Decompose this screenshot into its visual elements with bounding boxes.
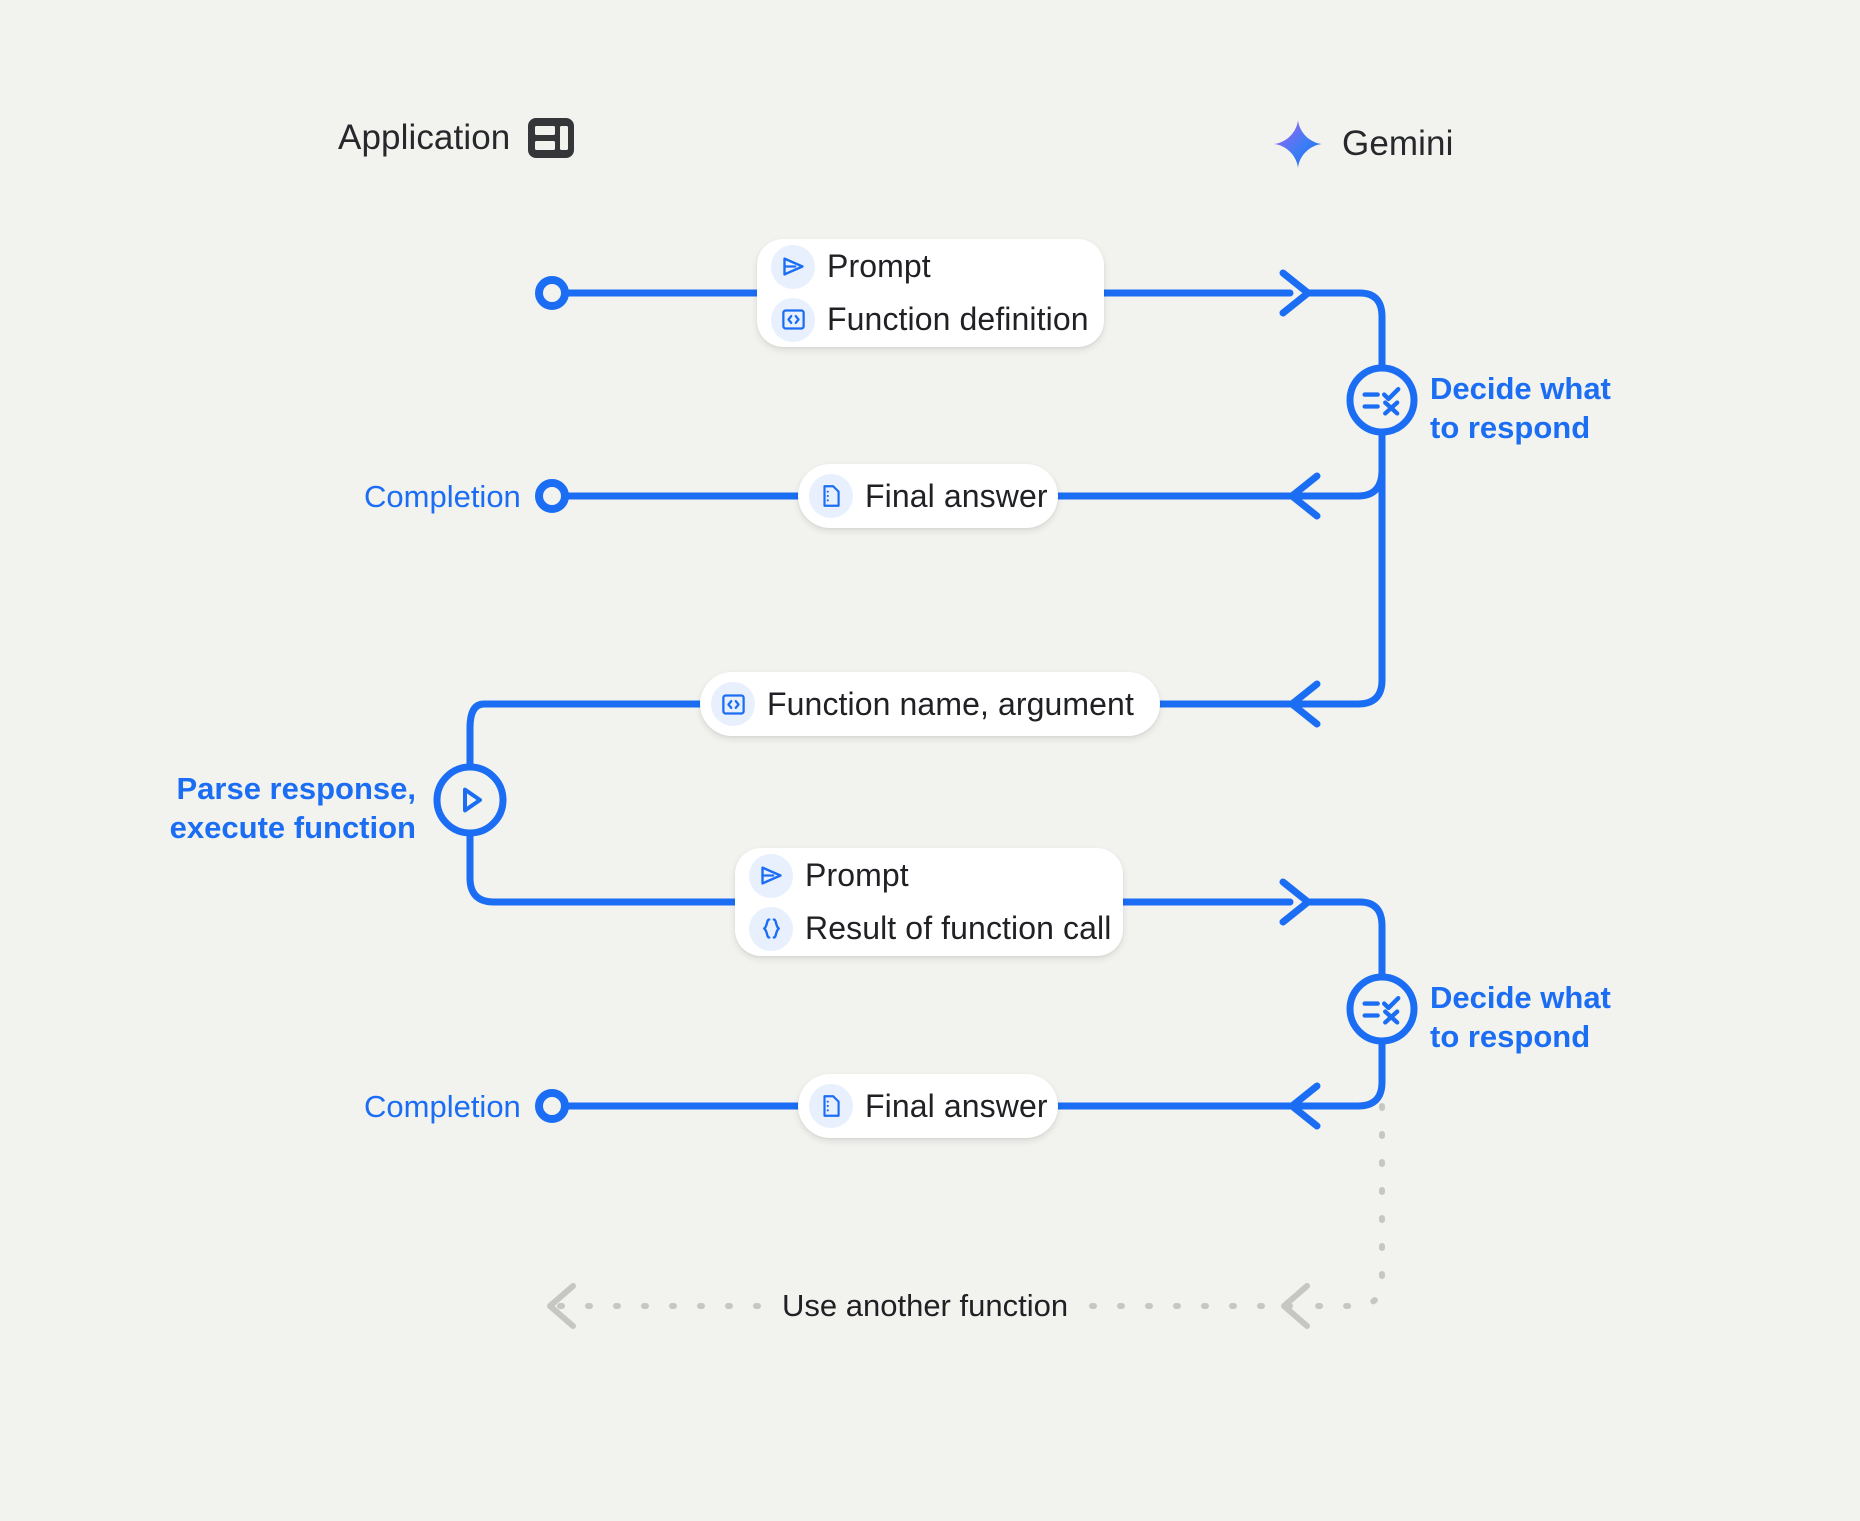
loop-arrowhead-right (1281, 1283, 1310, 1329)
message-label: Result of function call (805, 910, 1112, 946)
annotation-decide-two: Decide what to respond (1430, 979, 1611, 1057)
curly-braces-icon (749, 906, 793, 951)
annotation-completion-one: Completion (364, 479, 521, 514)
message-row: Prompt (771, 244, 1078, 289)
message-card-request-two[interactable]: Prompt Result of function call (735, 848, 1123, 956)
arrowhead-function-call (1288, 680, 1321, 728)
message-row: Prompt (749, 853, 1097, 898)
lane-label-gemini: Gemini (1342, 124, 1454, 163)
message-label: Function definition (827, 301, 1089, 337)
gemini-branch-one (1304, 289, 1386, 378)
message-row: Final answer (809, 474, 1048, 518)
message-row: Result of function call (749, 906, 1111, 951)
annotation-line: to respond (1430, 1018, 1591, 1054)
gemini-sparkle-icon (1272, 118, 1324, 170)
code-brackets-icon (771, 297, 815, 342)
lane-header-application: Application (338, 118, 575, 158)
send-icon (771, 244, 815, 289)
message-card-final-answer-two[interactable]: Final answer (798, 1074, 1058, 1138)
rules-check-x-icon (1356, 374, 1408, 426)
annotation-line: Parse response, (176, 771, 416, 806)
completion-dot-one (535, 479, 569, 513)
message-row: Function name, argument (711, 682, 1134, 726)
message-label: Final answer (865, 1087, 1048, 1124)
message-row: Function definition (771, 297, 1089, 342)
annotation-decide-one: Decide what to respond (1430, 370, 1611, 448)
annotation-line: Decide what (1430, 371, 1611, 406)
arrowhead-final-answer-two (1288, 1082, 1321, 1130)
message-row: Final answer (809, 1084, 1048, 1128)
message-card-function-call[interactable]: Function name, argument (700, 672, 1160, 736)
message-card-request-one[interactable]: Prompt Function definition (757, 239, 1104, 347)
annotation-line: Decide what (1430, 980, 1611, 1015)
arrow-function-call (1296, 676, 1386, 708)
annotation-line: execute function (169, 809, 416, 845)
annotation-completion-two: Completion (364, 1089, 521, 1124)
document-icon (809, 1084, 853, 1128)
annotation-loop: Use another function (766, 1288, 1085, 1324)
message-label: Prompt (827, 248, 931, 284)
annotation-parse: Parse response, execute function (86, 770, 416, 848)
arrowhead-request-two (1279, 878, 1312, 926)
loop-arrowhead-left (547, 1283, 576, 1329)
message-card-final-answer-one[interactable]: Final answer (798, 464, 1058, 528)
lane-header-gemini: Gemini (1272, 118, 1453, 170)
message-label: Function name, argument (767, 685, 1134, 722)
completion-dot-two (535, 1089, 569, 1123)
arrowhead-final-answer-one (1288, 472, 1321, 520)
send-icon (749, 853, 793, 898)
arrowhead-request-one (1279, 269, 1312, 317)
gemini-branch-two (1304, 898, 1386, 987)
document-icon (809, 474, 853, 518)
play-circle-icon (446, 776, 494, 824)
lane-label-application: Application (338, 118, 511, 157)
loop-dashed-vertical (1309, 1103, 1385, 1309)
rules-check-x-icon (1356, 983, 1408, 1035)
dashboard-icon (528, 118, 575, 158)
message-label: Final answer (865, 477, 1048, 514)
code-brackets-icon (711, 682, 755, 726)
start-dot-one (535, 276, 569, 310)
message-label: Prompt (805, 857, 909, 893)
annotation-line: to respond (1430, 409, 1591, 445)
